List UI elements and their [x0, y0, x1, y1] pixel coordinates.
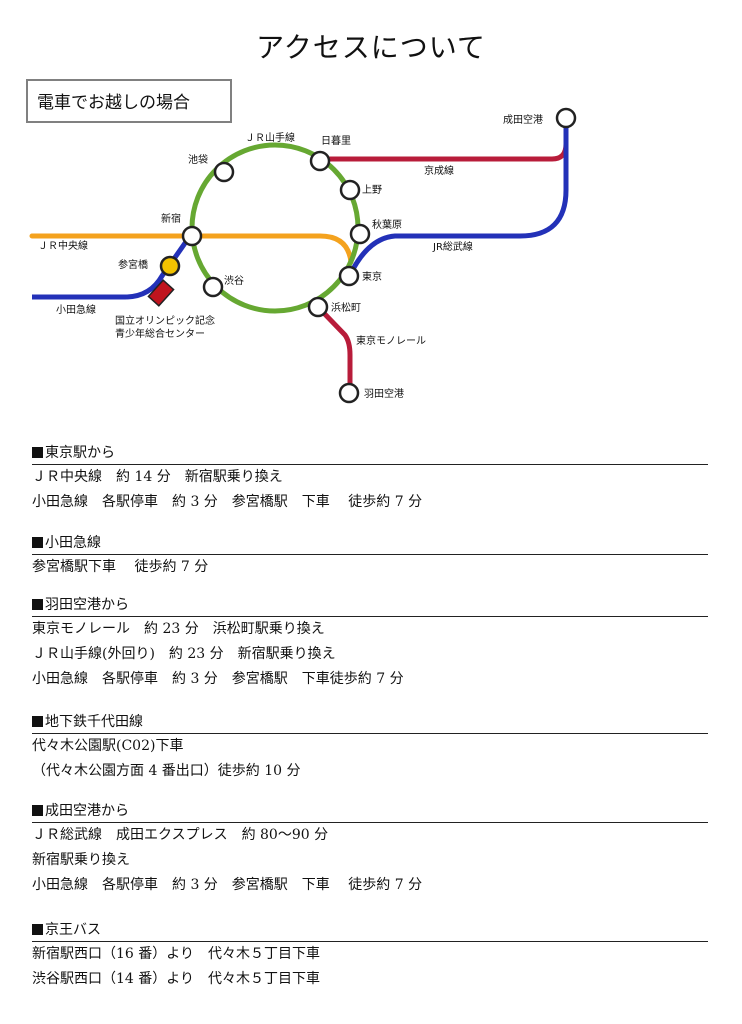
route-line: ＪＲ総武線 成田エクスプレス 約 80～90 分	[32, 827, 329, 843]
route-keio-bus: 京王バス 新宿駅西口（16 番）より 代々木５丁目下車 渋谷駅西口（14 番）よ…	[32, 919, 708, 992]
label-nippori: 日暮里	[321, 134, 351, 147]
route-heading: 地下鉄千代田線	[45, 714, 143, 730]
sobu-line	[347, 118, 569, 277]
odakyu-line	[32, 234, 193, 300]
station-haneda	[338, 382, 360, 404]
route-line: 小田急線 各駅停車 約 3 分 参宮橋駅 下車徒歩約 7 分	[32, 671, 404, 687]
route-line: 東京モノレール 約 23 分 浜松町駅乗り換え	[32, 621, 325, 637]
label-chuo: ＪＲ中央線	[38, 239, 88, 252]
station-akihabara	[349, 223, 371, 245]
page-title: アクセスについて	[256, 31, 486, 64]
bullet-square-icon	[32, 537, 43, 548]
station-narita	[555, 107, 577, 129]
label-odakyu: 小田急線	[56, 303, 96, 316]
label-haneda: 羽田空港	[364, 387, 404, 400]
center-label-line2: 青少年総合センター	[115, 327, 205, 340]
route-line: 代々木公園駅(C02)下車	[32, 738, 184, 754]
route-tokyo: 東京駅から ＪＲ中央線 約 14 分 新宿駅乗り換え 小田急線 各駅停車 約 3…	[32, 442, 708, 515]
route-haneda: 羽田空港から 東京モノレール 約 23 分 浜松町駅乗り換え ＪＲ山手線(外回り…	[32, 594, 708, 692]
label-sobu: JR総武線	[432, 240, 473, 253]
route-line: （代々木公園方面 4 番出口）徒歩約 10 分	[32, 763, 301, 779]
label-shibuya: 渋谷	[224, 274, 244, 287]
route-heading: 成田空港から	[45, 803, 129, 819]
route-map: 電車でお越しの場合 池袋 日暮里 上野 秋葉原 東京 浜松町 渋谷 新宿 参宮橋…	[26, 79, 577, 404]
station-shinjuku	[181, 225, 203, 247]
route-heading: 小田急線	[45, 535, 101, 551]
route-line: 渋谷駅西口（14 番）より 代々木５丁目下車	[32, 971, 320, 987]
center-label-line1: 国立オリンピック記念	[115, 314, 215, 327]
route-heading: 京王バス	[45, 922, 101, 938]
map-title-box	[26, 79, 232, 123]
label-hamamatsucho: 浜松町	[331, 301, 361, 314]
station-ueno	[339, 179, 361, 201]
label-keisei: 京成線	[424, 164, 454, 177]
label-ueno: 上野	[362, 184, 382, 196]
station-sangubashi	[159, 255, 181, 277]
chuo-line	[29, 233, 354, 265]
route-odakyu: 小田急線 参宮橋駅下車 徒歩約 7 分	[32, 532, 708, 580]
route-line: ＪＲ中央線 約 14 分 新宿駅乗り換え	[32, 469, 283, 485]
route-heading: 羽田空港から	[45, 597, 129, 613]
label-yamanote: ＪＲ山手線	[245, 131, 295, 144]
bullet-square-icon	[32, 716, 43, 727]
label-narita: 成田空港	[503, 113, 543, 126]
route-narita: 成田空港から ＪＲ総武線 成田エクスプレス 約 80～90 分 新宿駅乗り換え …	[32, 800, 708, 898]
route-line: 新宿駅乗り換え	[32, 852, 130, 868]
center-marker	[147, 279, 175, 307]
route-line: 新宿駅西口（16 番）より 代々木５丁目下車	[32, 946, 320, 962]
station-hamamatsucho	[307, 296, 329, 318]
monorail-line	[316, 305, 353, 393]
label-tokyo: 東京	[362, 270, 382, 283]
label-akihabara: 秋葉原	[372, 218, 402, 231]
bullet-square-icon	[32, 447, 43, 458]
route-line: 小田急線 各駅停車 約 3 分 参宮橋駅 下車 徒歩約 7 分	[32, 877, 423, 893]
label-monorail: 東京モノレール	[356, 334, 426, 347]
bullet-square-icon	[32, 924, 43, 935]
station-ikebukuro	[213, 161, 235, 183]
label-shinjuku: 新宿	[161, 212, 181, 225]
label-ikebukuro: 池袋	[188, 153, 208, 166]
bullet-square-icon	[32, 805, 43, 816]
map-title: 電車でお越しの場合	[37, 93, 190, 113]
bullet-square-icon	[32, 599, 43, 610]
route-chiyoda: 地下鉄千代田線 代々木公園駅(C02)下車 （代々木公園方面 4 番出口）徒歩約…	[32, 711, 708, 784]
station-shibuya	[202, 276, 224, 298]
station-tokyo	[338, 265, 360, 287]
label-sangubashi: 参宮橋	[118, 258, 148, 271]
route-heading: 東京駅から	[45, 445, 115, 461]
route-line: 小田急線 各駅停車 約 3 分 参宮橋駅 下車 徒歩約 7 分	[32, 494, 423, 510]
route-line: 参宮橋駅下車 徒歩約 7 分	[32, 559, 209, 575]
route-line: ＪＲ山手線(外回り) 約 23 分 新宿駅乗り換え	[32, 646, 336, 662]
station-nippori	[309, 150, 331, 172]
stations	[159, 107, 577, 404]
